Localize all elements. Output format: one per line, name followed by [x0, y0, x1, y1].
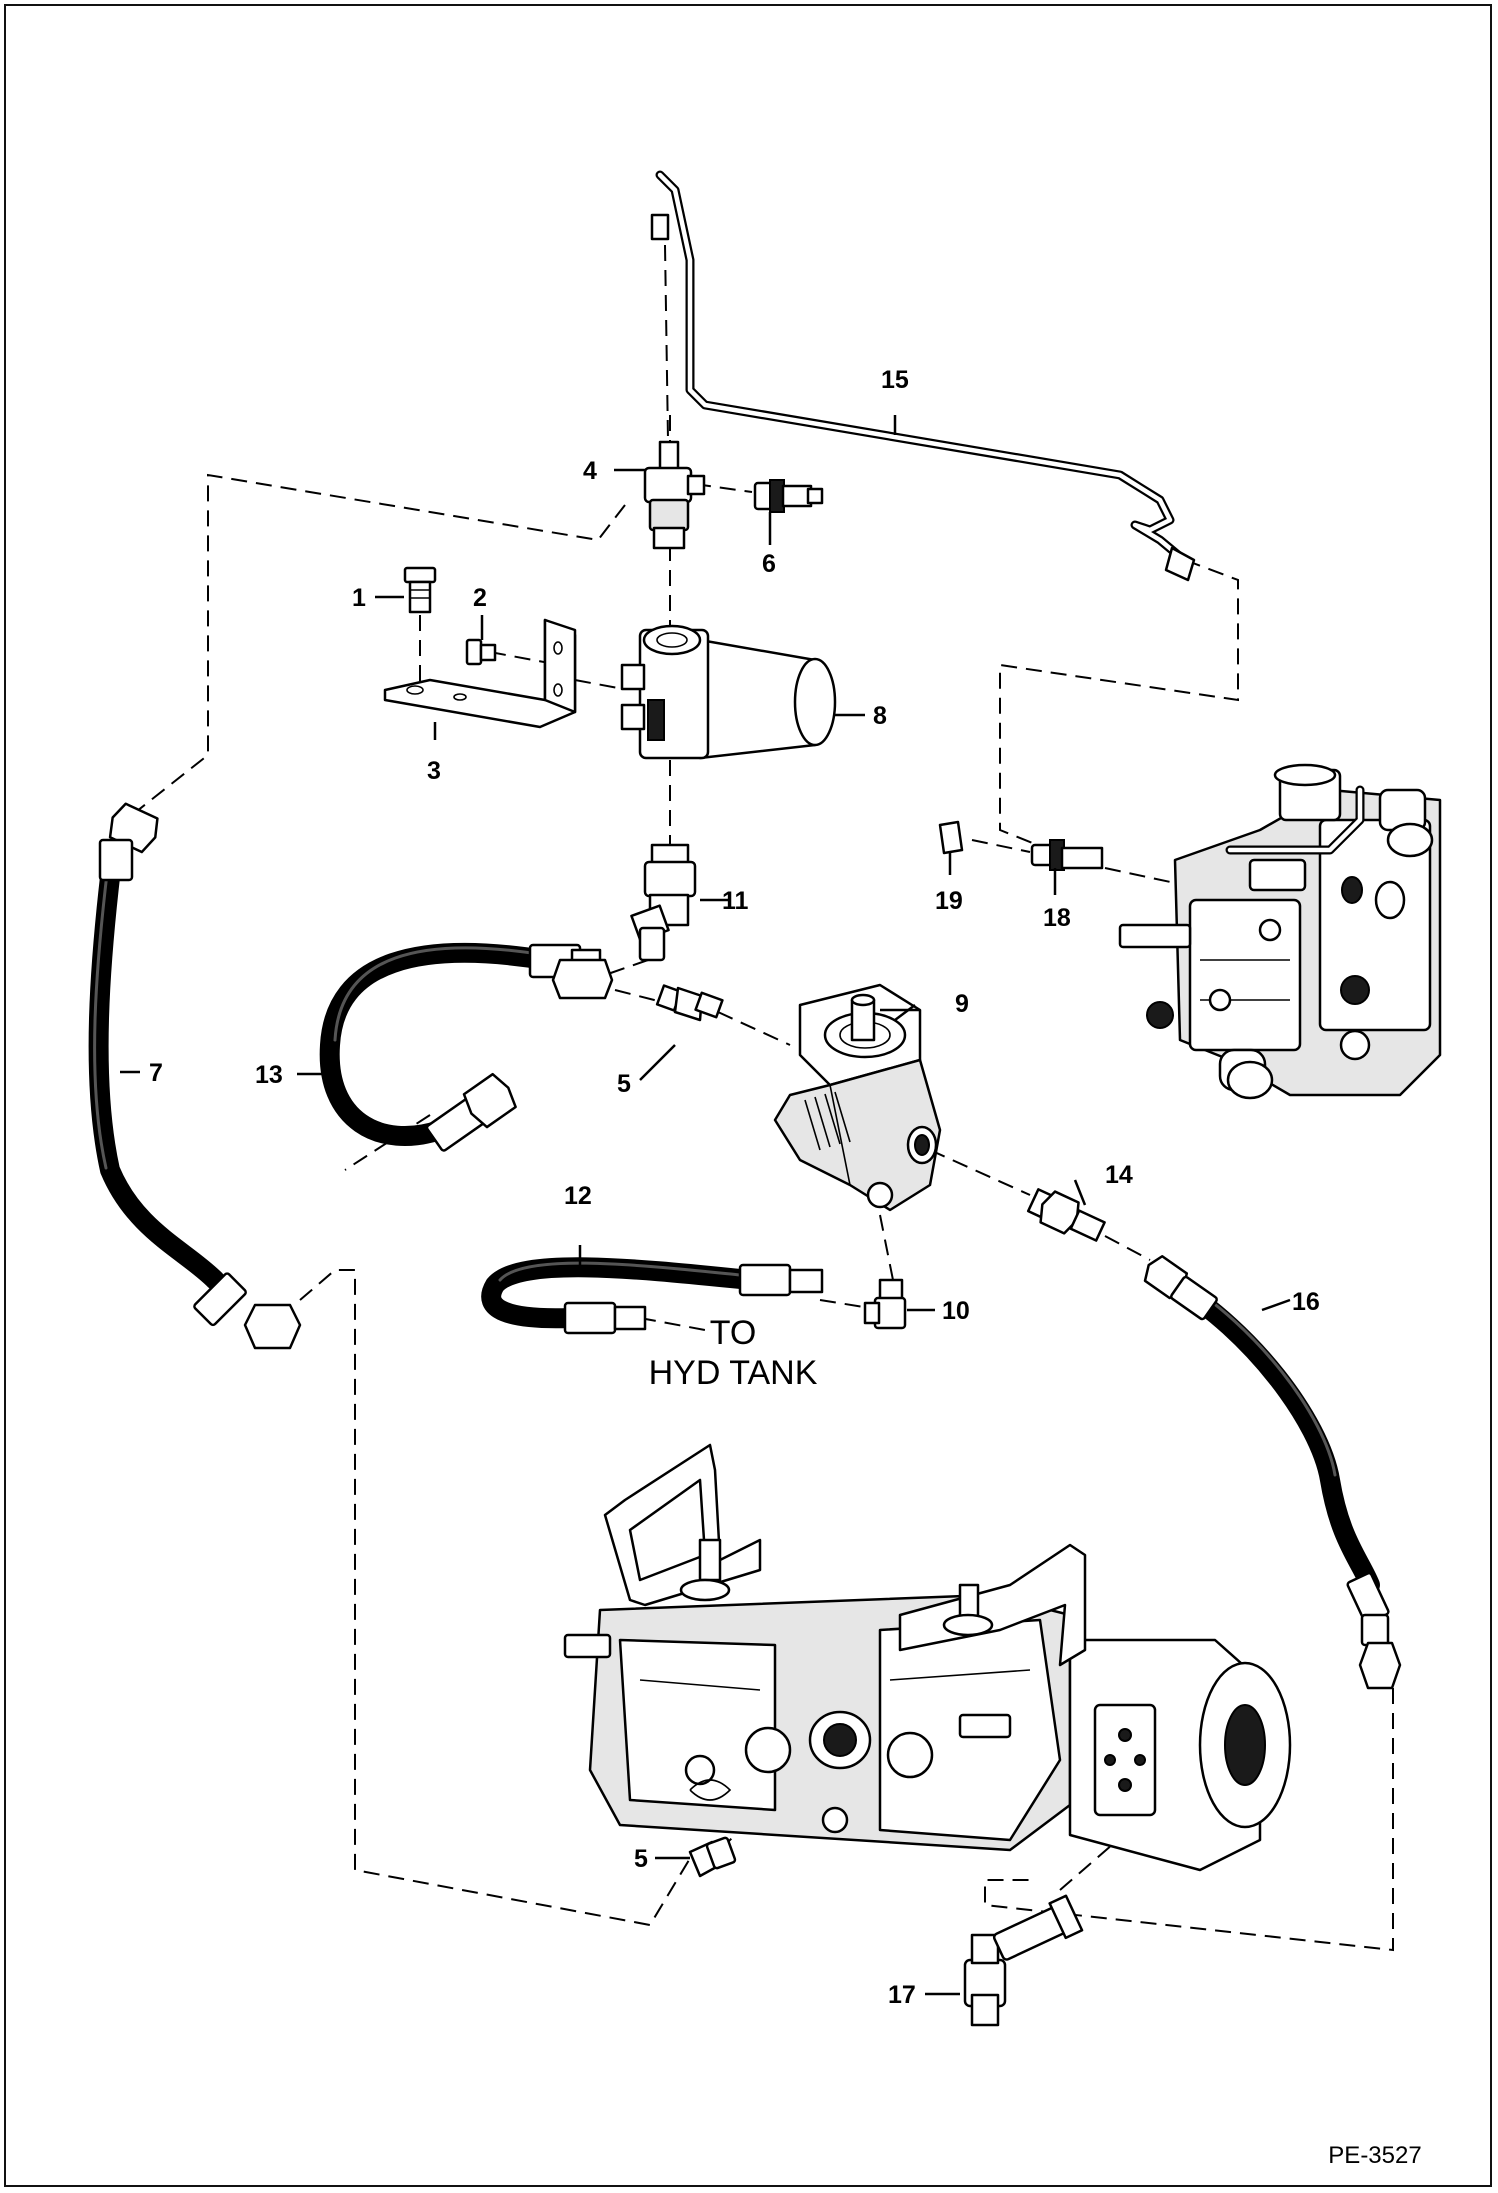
elbow-fitting-10	[863, 1278, 907, 1330]
callout-16: 16	[1292, 1288, 1320, 1316]
tee-fitting-4	[643, 440, 706, 550]
mounting-bracket-3	[383, 618, 577, 729]
hydraulic-tube-15	[650, 170, 1196, 582]
callout-4: 4	[583, 457, 597, 485]
callout-6: 6	[762, 550, 776, 578]
hydraulic-filter-8	[620, 624, 837, 760]
callout-12: 12	[564, 1182, 592, 1210]
screw-2	[465, 638, 497, 666]
callout-8: 8	[873, 702, 887, 730]
bolt-1	[403, 566, 437, 614]
callout-5a: 5	[617, 1070, 631, 1098]
fitting-5-lower	[688, 1836, 737, 1878]
hyd-tank-note: TO HYD TANK	[649, 1314, 818, 1392]
callout-3: 3	[427, 757, 441, 785]
elbow-fitting-17	[963, 1894, 1084, 2027]
callout-leader-lines	[120, 415, 1291, 1996]
switch-fitting-6	[753, 479, 824, 513]
fitting-18	[1030, 839, 1104, 871]
callout-2: 2	[473, 584, 487, 612]
fitting-5-upper	[655, 984, 724, 1022]
callout-10: 10	[942, 1297, 970, 1325]
callout-17: 17	[888, 1981, 916, 2009]
callout-9: 9	[955, 990, 969, 1018]
callout-5b: 5	[634, 1845, 648, 1873]
callout-11: 11	[722, 887, 749, 915]
callout-1: 1	[352, 584, 366, 612]
callout-15: 15	[881, 366, 909, 394]
valve-assembly	[1118, 763, 1442, 1100]
callout-14: 14	[1105, 1161, 1133, 1189]
note-line-1: TO	[710, 1314, 757, 1352]
callout-13: 13	[255, 1061, 283, 1089]
hydrostatic-pump	[563, 1443, 1292, 1872]
note-line-2: HYD TANK	[649, 1354, 818, 1392]
hydraulic-hose-16	[1143, 1254, 1402, 1690]
charge-pump-9	[773, 983, 942, 1212]
hydraulic-hose-13	[319, 942, 614, 1152]
cap-19	[938, 820, 964, 855]
hydraulic-hose-7	[88, 802, 302, 1350]
callout-7: 7	[149, 1059, 163, 1087]
fitting-14	[1026, 1188, 1106, 1242]
callout-labels: 1 2 3 4 5 5 6 7 8 9 10 11 12 13 14 15 16…	[149, 366, 1320, 2009]
assembly-guide-lines	[131, 244, 1394, 1952]
callout-19: 19	[935, 887, 963, 915]
callout-18: 18	[1043, 904, 1071, 932]
figure-id: PE-3527	[1328, 2142, 1421, 2169]
elbow-fitting-11	[630, 843, 697, 962]
hydraulic-hose-12	[481, 1257, 824, 1335]
